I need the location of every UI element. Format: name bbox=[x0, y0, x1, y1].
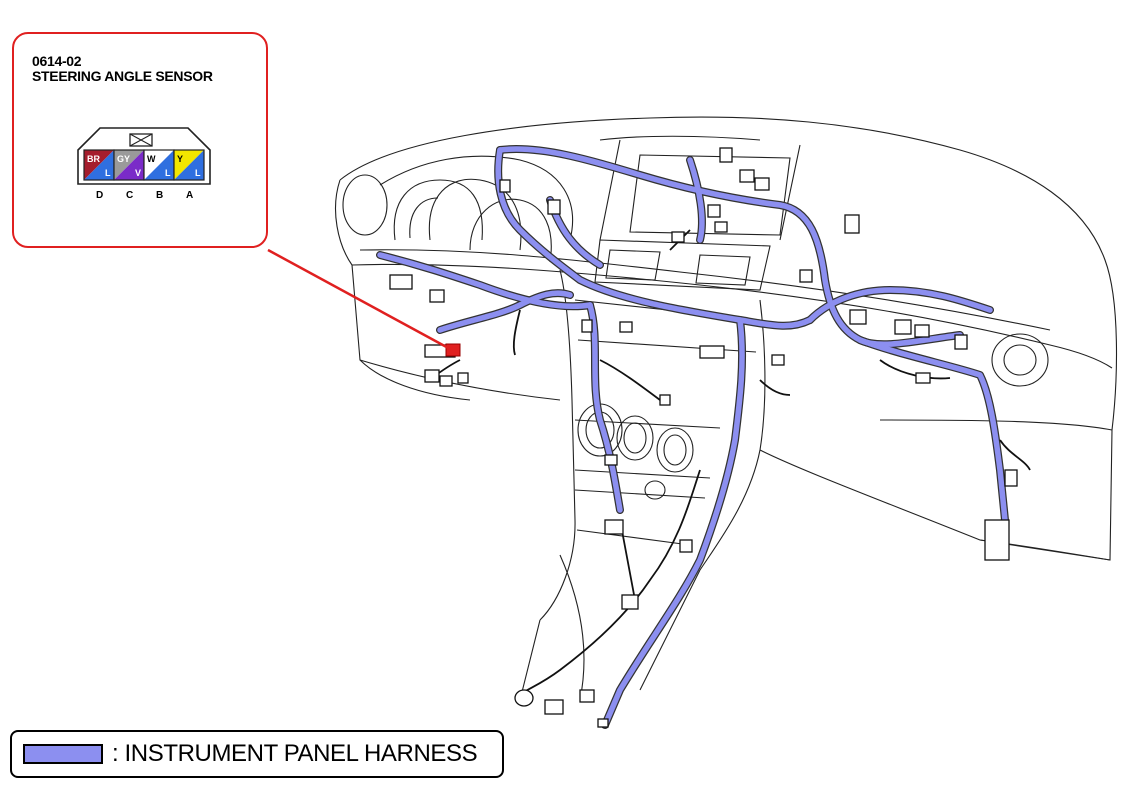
connector-code: 0614-02 bbox=[32, 53, 82, 69]
harness-swatch bbox=[23, 744, 103, 764]
pin-c-bottom-code: V bbox=[135, 168, 141, 178]
pin-d-bottom-code: L bbox=[105, 168, 111, 178]
dashboard-outline bbox=[334, 116, 1118, 701]
connector-name: STEERING ANGLE SENSOR bbox=[32, 68, 213, 84]
pin-c-letter: C bbox=[126, 190, 133, 201]
harness-fill bbox=[380, 149, 1005, 725]
connectors bbox=[389, 147, 1018, 728]
pin-a-cell bbox=[173, 149, 205, 181]
pin-b-top-code: W bbox=[147, 154, 156, 164]
pin-a-letter: A bbox=[186, 190, 193, 201]
pin-b-letter: B bbox=[156, 190, 163, 201]
pin-c-bottom-color bbox=[114, 150, 144, 180]
leader-line bbox=[267, 248, 453, 352]
pin-b-bottom-color bbox=[144, 150, 174, 180]
pin-d-top-code: BR bbox=[87, 154, 100, 164]
pin-c-top-code: GY bbox=[117, 154, 130, 164]
legend-box: : INSTRUMENT PANEL HARNESS bbox=[10, 730, 504, 778]
pin-a-top-code: Y bbox=[177, 154, 183, 164]
sensor-connector-highlight bbox=[445, 343, 461, 357]
pin-b-bottom-code: L bbox=[165, 168, 171, 178]
legend-label: : INSTRUMENT PANEL HARNESS bbox=[112, 740, 478, 767]
pin-a-bottom-color bbox=[174, 150, 204, 180]
pin-a-bottom-code: L bbox=[195, 168, 201, 178]
pin-d-letter: D bbox=[96, 190, 103, 201]
latch-cross-2 bbox=[129, 133, 153, 147]
instrument-panel-harness bbox=[376, 145, 1009, 729]
pin-d-bottom-color bbox=[84, 150, 114, 180]
